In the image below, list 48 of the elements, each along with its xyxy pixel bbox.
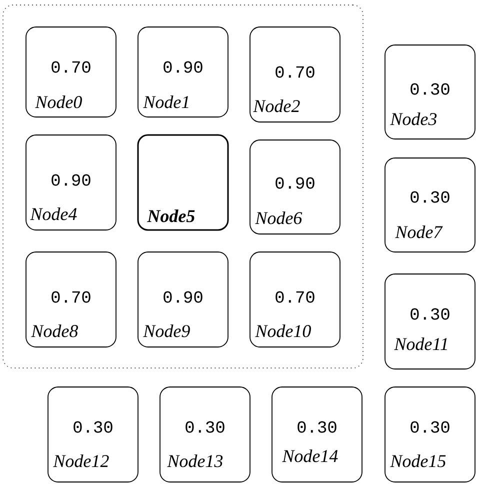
rounded-box [250, 252, 340, 348]
rounded-box [26, 26, 116, 118]
rounded-box [384, 274, 476, 370]
rounded-box [26, 134, 116, 230]
rounded-box [384, 44, 476, 140]
node-label: Node8 [31, 324, 78, 338]
node-label: Node2 [253, 100, 300, 112]
value-label: 0.90 [276, 177, 314, 189]
value-label: 0.90 [164, 291, 202, 303]
rounded-box [272, 386, 362, 482]
group-frame [2, 4, 364, 368]
node-label: Node10 [255, 324, 311, 338]
rounded-box [250, 140, 340, 234]
value-label: 0.30 [410, 83, 450, 95]
value-label: 0.30 [410, 191, 450, 203]
node-label: Node14 [282, 450, 338, 462]
node-label: Node4 [30, 208, 77, 220]
value-label: 0.30 [410, 308, 450, 320]
node-label: Node6 [255, 212, 302, 224]
node-label: Node3 [390, 112, 437, 126]
node-label: Node12 [53, 454, 109, 468]
rounded-box [138, 252, 228, 348]
node-label: Node5 [147, 210, 195, 222]
value-label: 0.30 [186, 421, 224, 433]
value-label: 0.70 [276, 291, 314, 303]
value-label: 0.30 [298, 421, 336, 433]
value-label: 0.90 [164, 61, 202, 73]
node-label: Node13 [167, 454, 223, 468]
value-label: 0.70 [276, 66, 314, 78]
value-label: 0.90 [52, 174, 90, 186]
rounded-box [384, 158, 476, 252]
rounded-box [138, 26, 228, 118]
node-label: Node15 [390, 454, 446, 468]
rounded-box [48, 386, 138, 482]
value-label: 0.70 [52, 61, 90, 73]
node-label: Node9 [143, 324, 190, 338]
value-label: 0.70 [52, 291, 90, 303]
rounded-box [137, 134, 229, 231]
rounded-box [250, 26, 340, 122]
rounded-box [160, 386, 250, 482]
node-label: Node1 [143, 96, 188, 108]
node-label: Node7 [395, 226, 443, 238]
node-label: Node0 [35, 96, 82, 108]
rounded-box [384, 386, 476, 482]
rounded-box [26, 252, 116, 348]
value-label: 0.30 [410, 421, 450, 433]
value-label: 0.30 [74, 421, 112, 433]
node-label: Node11 [394, 338, 447, 350]
